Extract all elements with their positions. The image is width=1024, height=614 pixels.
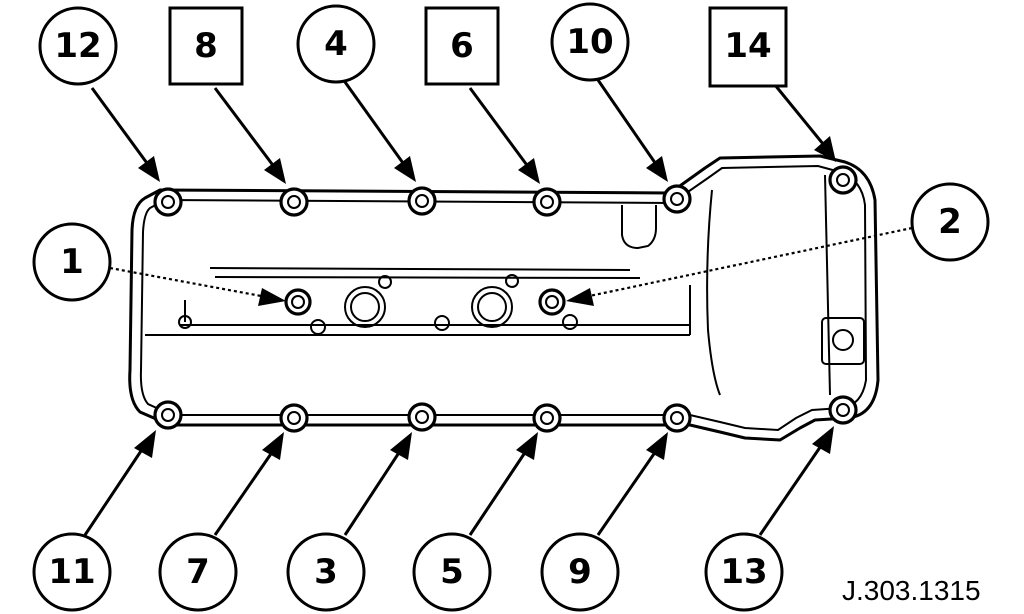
leader-14 [773,84,830,151]
figure-reference-code: J.303.1315 [842,575,981,606]
leader-lines [83,79,913,536]
arrowhead-3 [390,432,412,460]
leader-10 [596,79,662,171]
arrowhead-8 [264,158,286,184]
callout-label-3: 3 [314,552,338,592]
callout-label-8: 8 [194,26,218,66]
arrowhead-2 [566,288,594,306]
bolt-hole-6 [532,187,562,217]
callout-6: 6 [424,6,500,86]
bolt-hole-13 [828,395,858,425]
callout-13: 13 [704,532,784,612]
leader-1 [109,266,273,300]
leader-7 [213,447,277,536]
arrowhead-12 [138,156,160,182]
bolt-hole-7 [279,403,309,433]
callout-7: 7 [158,532,238,612]
callout-label-9: 9 [568,552,592,592]
bolt-hole-10 [662,184,692,214]
leader-11 [83,444,147,536]
arrowhead-4 [394,156,416,182]
callout-14: 14 [708,6,788,88]
bolt-hole-11 [153,400,183,430]
callout-label-5: 5 [440,552,464,592]
bolt-hole-1 [284,288,312,316]
callout-label-14: 14 [724,26,771,66]
leader-9 [596,447,660,536]
callout-label-13: 13 [720,552,767,592]
bolt-hole-4 [407,186,437,216]
bolt-hole-2 [538,288,566,316]
leader-3 [343,447,404,536]
bolt-hole-8 [279,187,309,217]
arrowhead-5 [516,432,538,460]
callout-label-6: 6 [450,26,474,66]
callout-5: 5 [412,532,492,612]
bolt-hole-3 [407,402,437,432]
callout-label-2: 2 [938,202,962,242]
callout-9: 9 [540,532,620,612]
callout-label-10: 10 [566,22,613,62]
leader-8 [213,87,280,173]
bolt-hole-5 [532,403,562,433]
bolt-holes [153,165,858,433]
callout-11: 11 [32,532,112,612]
arrowhead-6 [518,158,540,184]
callout-10: 10 [550,2,630,82]
leader-2 [579,226,913,300]
bolt-hole-12 [153,187,183,217]
callout-label-1: 1 [60,242,84,282]
callout-8: 8 [168,6,244,86]
callout-4: 4 [296,4,376,84]
callout-label-11: 11 [48,552,95,592]
arrowhead-11 [134,430,156,458]
callout-3: 3 [286,532,366,612]
callout-1: 1 [32,222,112,302]
leader-12 [90,87,154,171]
bolt-hole-14 [828,165,858,195]
arrowhead-9 [646,432,668,460]
leader-13 [758,439,827,536]
arrowhead-13 [812,426,834,454]
leader-4 [343,81,410,171]
callout-2: 2 [910,182,990,262]
bolt-hole-9 [662,403,692,433]
arrowhead-14 [814,136,836,162]
arrowhead-1 [258,288,286,306]
callout-label-4: 4 [324,24,348,64]
callout-label-12: 12 [54,26,101,66]
arrowhead-10 [646,156,668,182]
arrowheads [134,136,836,460]
arrowhead-7 [262,432,284,460]
leader-5 [468,447,530,536]
cam-cover-outline [128,154,880,442]
leader-6 [468,87,534,173]
callouts: 12 8 4 6 10 14 1 2 [32,2,990,612]
callout-12: 12 [38,6,118,86]
callout-label-7: 7 [186,552,210,592]
